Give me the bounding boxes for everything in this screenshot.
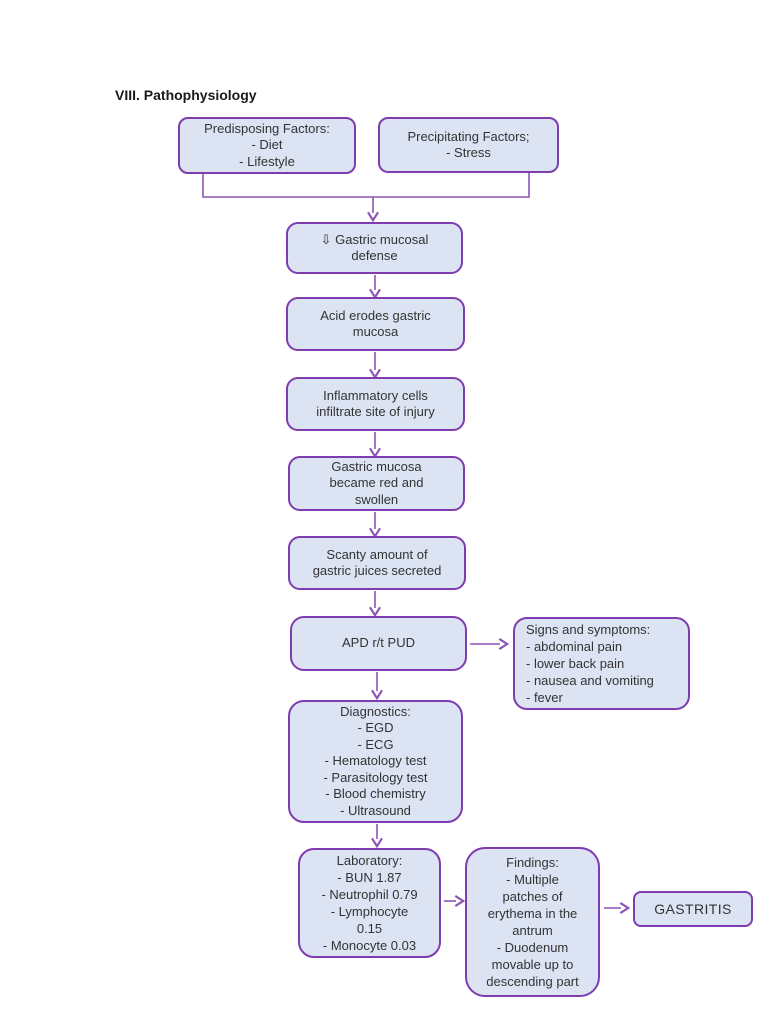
box-line: antrum [512, 923, 553, 938]
box-line: Inflammatory cells [323, 387, 428, 403]
flow-box-decreased-gastric-mucosal-defense: ⇩ Gastric mucosal defense [286, 222, 463, 274]
box-line: - Lymphocyte [330, 904, 409, 919]
box-line: descending part [486, 974, 579, 989]
box-line: Signs and symptoms: [526, 622, 651, 637]
box-line: patches of [502, 889, 563, 904]
box-line: APD r/t PUD [342, 635, 415, 651]
box-line: - Diet [251, 137, 283, 153]
box-line: - Multiple [506, 872, 559, 887]
box-line: swollen [354, 491, 399, 507]
box-line: - Ultrasound [340, 802, 411, 818]
flow-box-acid-erodes-mucosa: Acid erodes gastric mucosa [286, 297, 465, 351]
box-line: infiltrate site of injury [316, 404, 435, 419]
flow-box-gastritis-conclusion: GASTRITIS [633, 891, 753, 927]
box-line: gastric juices secreted [312, 563, 442, 578]
box-line: 0.15 [356, 921, 383, 936]
box-line: Gastric mucosa [331, 458, 422, 474]
box-line: - nausea and vomiting [526, 673, 654, 688]
box-line: - Hematology test [324, 753, 427, 769]
box-line: Scanty amount of [326, 546, 428, 562]
flow-box-diagnostics: Diagnostics: - EGD - ECG - Hematology te… [288, 700, 463, 823]
box-line: - Neutrophil 0.79 [321, 887, 418, 902]
box-line: movable up to [491, 957, 574, 972]
box-line: Predisposing Factors: [204, 120, 330, 136]
box-line: Diagnostics: [340, 703, 411, 719]
box-line: - Duodenum [496, 940, 569, 955]
box-line-with-down-arrow-icon: ⇩ Gastric mucosal [320, 231, 429, 247]
box-line: Precipitating Factors; [407, 128, 530, 144]
box-line: - Lifestyle [239, 153, 295, 169]
merge-connector [202, 172, 530, 198]
box-line: - BUN 1.87 [337, 870, 402, 885]
box-line: defense [351, 248, 398, 263]
flow-box-scanty-gastric-juices: Scanty amount of gastric juices secreted [288, 536, 466, 590]
box-line: became red and [329, 475, 424, 491]
box-line: Findings: [506, 855, 559, 870]
box-line: - Stress [446, 145, 491, 160]
box-line: - lower back pain [526, 656, 625, 671]
flow-box-inflammatory-cells: Inflammatory cells infiltrate site of in… [286, 377, 465, 431]
box-line: - Monocyte 0.03 [322, 938, 417, 953]
flow-box-apd-rt-pud: APD r/t PUD [290, 616, 467, 671]
flow-box-precipitating-factors: Precipitating Factors; - Stress [378, 117, 559, 173]
box-line: GASTRITIS [654, 900, 732, 917]
flow-box-laboratory-results: Laboratory: - BUN 1.87 - Neutrophil 0.79… [298, 848, 441, 958]
box-line: mucosa [352, 324, 399, 339]
flow-box-findings: Findings: - Multiple patches of erythema… [465, 847, 600, 997]
flow-box-mucosa-red-swollen: Gastric mucosa became red and swollen [288, 456, 465, 511]
box-line: - Blood chemistry [325, 786, 426, 802]
box-line: - abdominal pain [526, 639, 623, 654]
box-line: - ECG [357, 736, 394, 752]
box-line: Acid erodes gastric [320, 307, 431, 323]
box-line: - Parasitology test [323, 769, 428, 785]
flow-box-predisposing-factors: Predisposing Factors: - Diet - Lifestyle [178, 117, 356, 174]
section-title: VIII. Pathophysiology [115, 87, 257, 103]
box-line: - fever [526, 690, 563, 705]
flow-box-signs-and-symptoms: Signs and symptoms: - abdominal pain - l… [513, 617, 690, 710]
box-line: Laboratory: [336, 853, 403, 868]
box-line: - EGD [357, 720, 394, 736]
box-line: erythema in the [487, 906, 578, 921]
